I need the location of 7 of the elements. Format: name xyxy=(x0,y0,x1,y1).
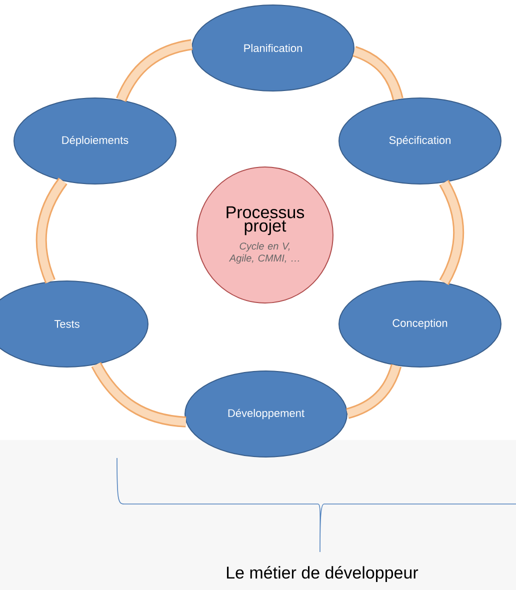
ring-arc xyxy=(346,364,402,419)
ring-arc xyxy=(439,180,464,285)
caption-text: Le métier de développeur xyxy=(227,566,418,582)
ring-arc xyxy=(116,39,193,102)
ring-arc xyxy=(36,178,68,284)
ring-arc xyxy=(91,362,186,428)
ring-arc xyxy=(352,46,404,100)
